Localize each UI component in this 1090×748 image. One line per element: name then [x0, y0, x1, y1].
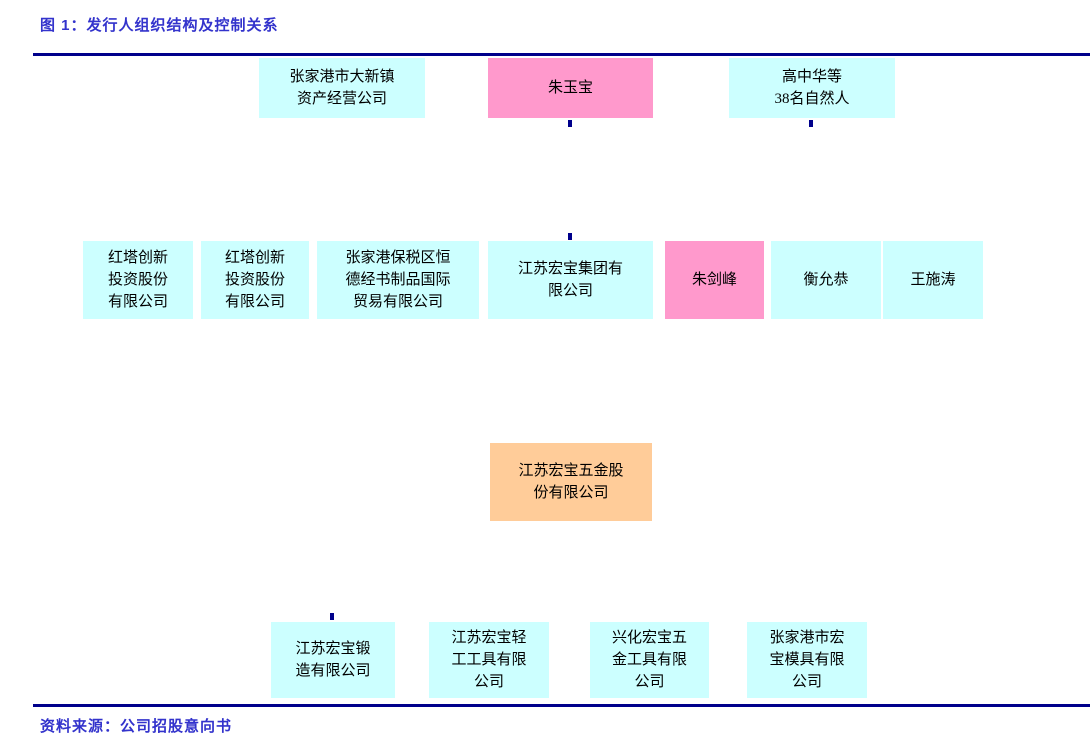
connector-line: [809, 120, 813, 127]
org-node-muju: 张家港市宏 宝模具有限 公司: [747, 622, 867, 698]
org-node-issuer: 江苏宏宝五金股 份有限公司: [490, 443, 652, 521]
org-node-hongta-2: 红塔创新 投资股份 有限公司: [201, 241, 309, 319]
top-divider: [33, 53, 1090, 56]
org-node-zhu-jianfeng: 朱剑峰: [665, 241, 764, 319]
org-node-qinggong-tools: 江苏宏宝轻 工工具有限 公司: [429, 622, 549, 698]
org-node-duanzao: 江苏宏宝锻 造有限公司: [271, 622, 395, 698]
connector-line: [330, 613, 334, 620]
org-node-wang-shitao: 王施涛: [883, 241, 983, 319]
org-node-gao-zhonghua-group: 高中华等 38名自然人: [729, 58, 895, 118]
figure-title: 图 1：发行人组织结构及控制关系: [40, 17, 279, 34]
org-node-hengde-trade: 张家港保税区恒 德经书制品国际 贸易有限公司: [317, 241, 479, 319]
connector-line: [568, 233, 572, 240]
source-note: 资料来源：公司招股意向书: [40, 718, 233, 735]
connector-line: [568, 120, 572, 127]
org-node-danxin-asset: 张家港市大新镇 资产经营公司: [259, 58, 425, 118]
org-node-zhu-yubao: 朱玉宝: [488, 58, 653, 118]
bottom-divider: [33, 704, 1090, 707]
org-node-xinghua-tools: 兴化宏宝五 金工具有限 公司: [590, 622, 709, 698]
org-node-heng-yungong: 衡允恭: [771, 241, 881, 319]
org-node-hongbao-group: 江苏宏宝集团有 限公司: [488, 241, 653, 319]
org-node-hongta-1: 红塔创新 投资股份 有限公司: [83, 241, 193, 319]
